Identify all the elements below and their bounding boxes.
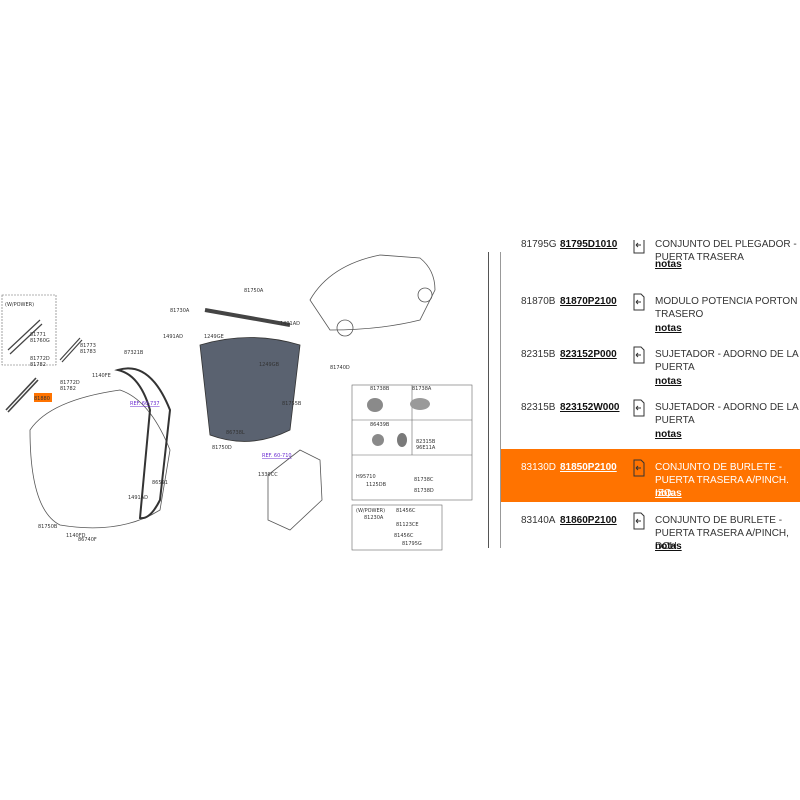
list-item[interactable]: 83140A 81860P2100 CONJUNTO DE BURLETE - … (501, 502, 800, 555)
side-trim (267, 449, 323, 531)
part-number-link[interactable]: 823152W000 (560, 402, 620, 413)
callout: 87321B (124, 350, 144, 356)
callout: 81782 (60, 386, 76, 392)
position-code: 81870B (521, 296, 556, 307)
power-inset-box-2 (351, 504, 443, 551)
part-description: SUJETADOR - ADORNO DE LA PUERTA (655, 402, 799, 426)
callout: 81738A (412, 386, 432, 392)
notes-link[interactable]: notas (655, 259, 682, 270)
callout: 81738D (414, 488, 434, 494)
callout: 81738B (370, 386, 390, 392)
document-icon[interactable] (633, 293, 645, 311)
callout: 81456C (396, 508, 416, 514)
part-description: CONJUNTO DE BURLETE - PUERTA TRASERA A/P… (655, 515, 789, 552)
tailgate-panel (199, 337, 301, 442)
callout: 96E11A (416, 445, 436, 451)
callout: H95710 (356, 474, 376, 480)
document-icon[interactable] (633, 459, 645, 477)
callout: 81230A (364, 515, 384, 521)
part-description: MODULO POTENCIA PORTON TRASERO (655, 296, 798, 320)
callout: 1491AD (128, 495, 148, 501)
highlight-marker (34, 393, 52, 402)
parts-diagram: (W/POWER) 81771 81760G 81772D 81782 8177… (1, 254, 473, 551)
position-code: 83130D (521, 462, 557, 473)
callout: 81771 (30, 332, 46, 338)
part-description: SUJETADOR - ADORNO DE LA PUERTA (655, 349, 799, 373)
callout: 86740F (78, 537, 97, 543)
callout: 81123CE (396, 522, 419, 528)
callout: 81773 (80, 343, 96, 349)
part-number-link[interactable]: 81860P2100 (560, 515, 617, 526)
ref-link[interactable]: REF. 60-710 (262, 453, 292, 459)
callout: 81783 (80, 349, 96, 355)
part-number-link[interactable]: 81850P2100 (560, 462, 617, 473)
part-number-link[interactable]: 81870P2100 (560, 296, 617, 307)
callout: 81750B (38, 524, 58, 530)
weatherstrip (114, 367, 172, 520)
callout: 81456C (394, 533, 414, 539)
option-label: (W/POWER) (356, 508, 385, 514)
callout: 1125DB (366, 482, 387, 488)
part-description: CONJUNTO DEL PLEGADOR - PUERTA TRASERA (655, 240, 797, 263)
callout: 1339CC (258, 472, 278, 478)
callout: 81740D (330, 365, 350, 371)
option-label: (W/POWER) (5, 302, 34, 308)
part-number-link[interactable]: 81795D1010 (560, 240, 618, 250)
callout: 1249GB (259, 362, 280, 368)
callout: 81782 (30, 362, 46, 368)
callout: 81772D (60, 380, 80, 386)
notes-link[interactable]: notas (655, 541, 682, 552)
position-code: 82315B (521, 402, 556, 413)
list-item-selected[interactable]: 83130D 81850P2100 CONJUNTO DE BURLETE - … (501, 449, 800, 502)
notes-link[interactable]: notas (655, 376, 682, 387)
callout: 81750D (212, 445, 232, 451)
tailgate-outline (29, 389, 171, 529)
position-code: 81795G (521, 240, 557, 250)
parts-list: 81795G 81795D1010 CONJUNTO DEL PLEGADOR … (501, 240, 800, 555)
document-icon[interactable] (633, 346, 645, 364)
callout: 81760G (30, 338, 50, 344)
position-code: 82315B (521, 349, 556, 360)
callout: 86591 (152, 480, 168, 486)
part-description: CONJUNTO DE BURLETE - PUERTA TRASERA A/P… (655, 462, 789, 499)
callout: 81772D (30, 356, 50, 362)
document-icon[interactable] (633, 240, 645, 254)
list-item[interactable]: 81870B 81870P2100 MODULO POTENCIA PORTON… (501, 283, 800, 336)
position-code: 83140A (521, 515, 556, 526)
callout: 1491AD (280, 321, 300, 327)
callout: 81750A (244, 288, 264, 294)
callout: 82315B (416, 439, 436, 445)
list-item[interactable]: 82315B 823152P000 SUJETADOR - ADORNO DE … (501, 336, 800, 389)
notes-link[interactable]: notas (655, 488, 682, 499)
document-icon[interactable] (633, 512, 645, 530)
notes-link[interactable]: notas (655, 429, 682, 440)
callout: 1249GE (204, 334, 224, 340)
callout: 81730A (170, 308, 190, 314)
callout: 81755B (282, 401, 302, 407)
callout: 1140FE (92, 373, 111, 379)
panel-divider (488, 252, 489, 548)
callout: 81795G (402, 541, 422, 547)
vehicle-sketch (309, 254, 436, 331)
callout: 86439B (370, 422, 390, 428)
callout: 81880 (34, 396, 50, 402)
notes-link[interactable]: notas (655, 323, 682, 334)
part-number-link[interactable]: 823152P000 (560, 349, 617, 360)
ref-link[interactable]: REF. 60-737 (130, 401, 160, 407)
callout: 86738L (226, 430, 245, 436)
callout: 81738C (414, 477, 434, 483)
power-inset-box (1, 294, 57, 366)
callout: 1491AD (163, 334, 183, 340)
table-border (500, 252, 501, 548)
document-icon[interactable] (633, 399, 645, 417)
callout: 1140FD (66, 533, 86, 539)
list-item[interactable]: 82315B 823152W000 SUJETADOR - ADORNO DE … (501, 389, 800, 442)
list-item[interactable]: 81795G 81795D1010 CONJUNTO DEL PLEGADOR … (501, 240, 800, 279)
